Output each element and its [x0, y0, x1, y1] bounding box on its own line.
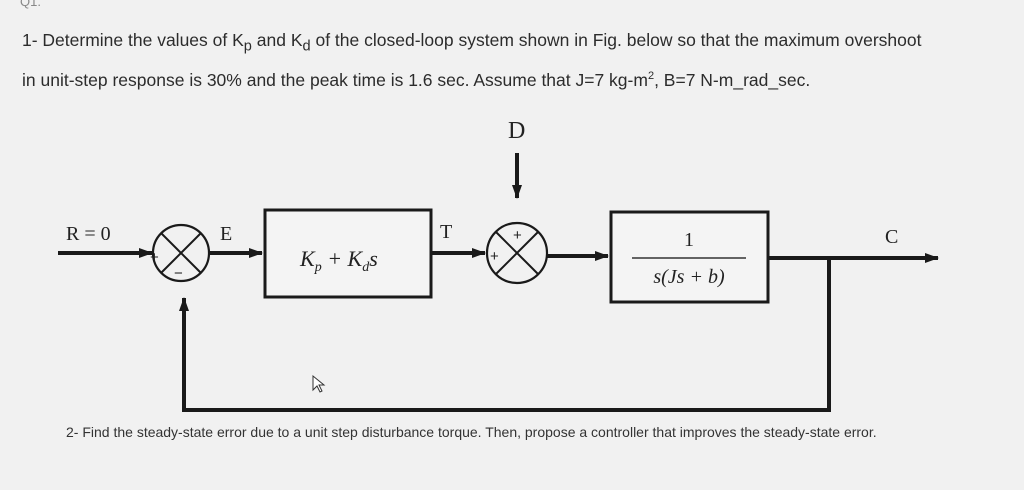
summing-junction-1: + −: [150, 223, 211, 283]
previous-question-fragment: Q1.: [20, 0, 41, 9]
question-2-text: 2- Find the steady-state error due to a …: [66, 424, 877, 440]
kd-subscript: d: [302, 38, 311, 55]
sum1-plus-sign: +: [150, 249, 159, 266]
q1-line1-mid: and K: [251, 30, 303, 50]
plant-numerator: 1: [684, 229, 694, 251]
q1-line1-end: of the closed-loop system shown in Fig. …: [310, 30, 922, 50]
feedback-path: [179, 258, 831, 412]
mouse-cursor-icon: [312, 374, 326, 393]
sum2-plus-top: +: [513, 227, 522, 244]
kp-subscript: p: [243, 38, 252, 55]
label-D: D: [508, 118, 525, 144]
question-1-text: 1- Determine the values of Kp and Kd of …: [22, 26, 1012, 94]
label-E: E: [220, 223, 232, 245]
controller-block: [263, 208, 433, 299]
squared-superscript: 2: [647, 69, 655, 82]
sum1-minus-sign: −: [174, 265, 183, 282]
label-R: R = 0: [66, 223, 111, 245]
q1-line1-start: 1- Determine the values of K: [22, 30, 244, 50]
q1-line2-end: , B=7 N-m_rad_sec.: [654, 69, 811, 90]
controller-transfer-function: Kp + Kds: [299, 246, 378, 275]
plant-denominator: s(Js + b): [653, 266, 725, 288]
summing-junction-2: + +: [485, 221, 549, 285]
q1-line2-start: in unit-step response is 30% and the pea…: [22, 69, 648, 90]
label-C: C: [885, 226, 898, 248]
label-T: T: [440, 221, 452, 243]
plant-block: [609, 210, 770, 304]
sum2-plus-left: +: [490, 248, 499, 265]
